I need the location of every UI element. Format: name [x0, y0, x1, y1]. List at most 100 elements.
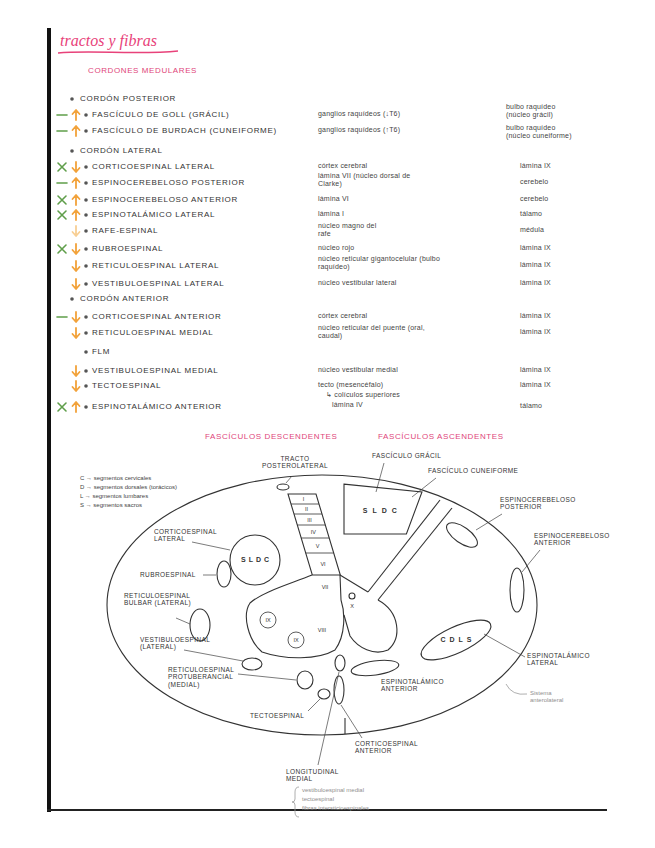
tract-outline [344, 484, 422, 534]
tract-label: FASCÍCULO CUNEIFORME [428, 467, 518, 474]
bullet [84, 264, 88, 268]
cross-mark [58, 196, 66, 204]
nucleus-note: núcleo vestibular lateral [318, 279, 397, 287]
tract-label: LONGITUDINAL MEDIAL [286, 768, 348, 783]
bullet [84, 282, 88, 286]
bullet [84, 165, 88, 169]
nucleus-note: lámina IX [520, 366, 551, 374]
tract-name: VESTIBULOESPINAL MEDIAL [92, 366, 219, 375]
bullet [84, 350, 88, 354]
cross-mark [58, 403, 66, 411]
tract-name: VESTIBULOESPINAL LATERAL [92, 279, 224, 288]
tract-outline [350, 658, 399, 679]
dash-mark [57, 182, 67, 184]
down-arrow [73, 366, 80, 376]
lamina-number: VIII [315, 627, 329, 633]
tract-label: TECTOESPINAL [250, 712, 304, 719]
right-ventral-horn [344, 600, 397, 652]
tract-outline [242, 658, 262, 670]
side-note: fibras intersticioespinales [302, 805, 369, 812]
nucleus-note: lámina IX [520, 381, 551, 389]
sheet-edge [47, 28, 51, 812]
cross-mark [58, 245, 66, 253]
down-arrow [73, 328, 80, 338]
lamina-number: IV [306, 529, 320, 535]
bullets [70, 97, 88, 409]
bullet [84, 405, 88, 409]
bullet [84, 369, 88, 373]
segment-letter: C [440, 636, 445, 644]
tract-name: ESPINOCEREBELOSO POSTERIOR [92, 178, 245, 187]
lamina-number: X [345, 603, 359, 609]
leader-line [412, 478, 436, 497]
segment-letter: D [382, 507, 387, 515]
tract-outline [510, 568, 524, 612]
nucleus-note: núcleo reticular del puente (oral, cauda… [318, 324, 430, 340]
down-arrow [73, 261, 80, 271]
arrows [73, 110, 80, 412]
tract-label: ESPINOTALÁMICO LATERAL [527, 652, 599, 667]
central-canal [349, 593, 355, 599]
nucleus-note: lámina I [318, 210, 344, 218]
tract-region: SLDC [229, 534, 281, 586]
up-arrow [73, 195, 80, 205]
up-arrow [73, 178, 80, 188]
leader-line [341, 705, 362, 738]
lamina-number: IX [289, 637, 303, 643]
dorsal-horn [288, 494, 340, 575]
cord-heading: CORDÓN POSTERIOR [80, 94, 176, 103]
cross-mark [58, 211, 66, 219]
tract-label: ESPINOCEREBELOSO ANTERIOR [534, 532, 614, 547]
bullet [84, 198, 88, 202]
nucleus-note: núcleo vestibular medial [318, 366, 398, 374]
down-arrow [73, 162, 80, 172]
bullet [84, 315, 88, 319]
nucleus-note: núcleo rojo [318, 244, 354, 252]
segment-letter: L [459, 636, 463, 644]
tract-label: CORTICOESPINAL LATERAL [154, 528, 224, 543]
bullet [84, 181, 88, 185]
ventral-horn [246, 575, 343, 658]
cord-heading: CORDÓN ANTERIOR [80, 294, 169, 303]
segment-key: L → segmentos lumbares [80, 493, 148, 500]
up-arrow [73, 210, 80, 220]
letter-row: SLDC [241, 556, 269, 564]
marks [57, 115, 67, 411]
lamina-nucleus [288, 632, 304, 648]
up-arrow [73, 110, 80, 120]
anterior-fissure [344, 718, 345, 734]
cross-mark [58, 163, 66, 171]
tract-outline [334, 676, 344, 704]
tract-name: RETICULOESPINAL MEDIAL [92, 328, 213, 337]
page-title: tractos y fibras [60, 32, 157, 50]
tract-label: ESPINOCEREBELOSO POSTERIOR [500, 496, 580, 511]
nucleus-note: núcleo reticular gigantocelular (bulbo r… [318, 255, 453, 271]
tract-name: CORTICOESPINAL ANTERIOR [92, 312, 221, 321]
bullet [84, 113, 88, 117]
tract-name: RUBROESPINAL [92, 244, 163, 253]
tract-outline [318, 689, 330, 699]
segment-key: C → segmentos cervicales [80, 475, 151, 482]
down-arrow [73, 312, 80, 322]
segment-letter: D [450, 636, 455, 644]
lamina-number: I [297, 496, 311, 502]
nucleus-note: lámina IX [520, 312, 551, 320]
bullet [70, 97, 74, 101]
bullet [84, 213, 88, 217]
tract-name: FLM [92, 347, 110, 356]
nucleus-note: lámina VI [318, 195, 349, 203]
nucleus-note: lámina IX [520, 162, 551, 170]
dash-mark [57, 316, 67, 318]
segment-key: S → segmentos sacros [80, 502, 142, 509]
nucleus-note: lámina IX [520, 261, 551, 269]
brace [292, 787, 299, 817]
lamina-border [306, 553, 334, 554]
nucleus-note: ↳ colículos superiores [326, 391, 400, 399]
leader-line [476, 514, 502, 530]
leader-line [286, 476, 292, 483]
lamina-border [297, 525, 325, 526]
tract-label: RETICULOESPINAL BULBAR (LATERAL) [124, 592, 195, 607]
section-heading: FASCÍCULOS ASCENDENTES [378, 432, 504, 441]
tract-outline [297, 671, 313, 689]
